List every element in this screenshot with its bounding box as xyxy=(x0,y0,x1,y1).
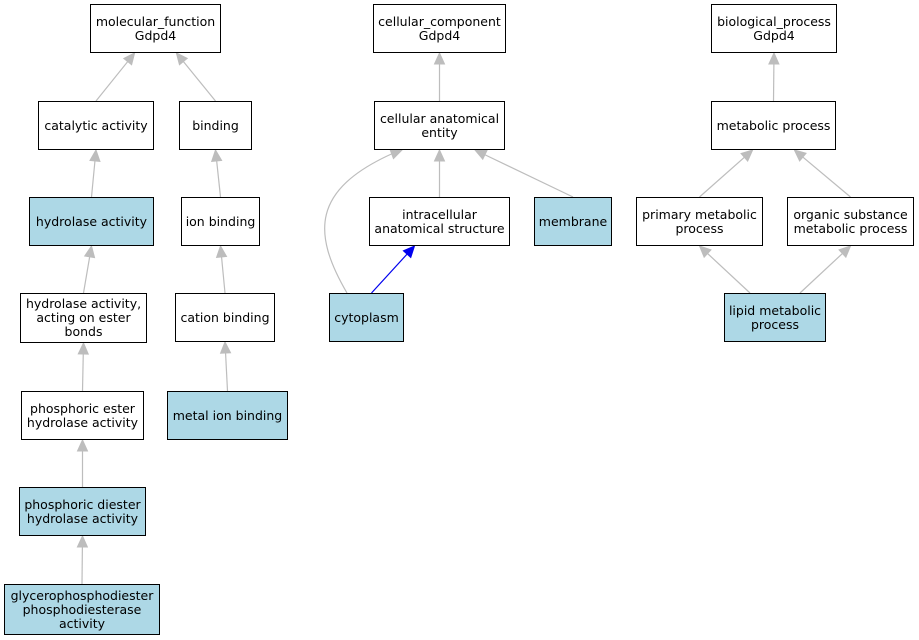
node-intracellular-anatomical-structure[interactable]: intracellular anatomical structure xyxy=(369,197,510,246)
edge-lipid_metabolic-to-organic_metabolic xyxy=(799,253,843,294)
edge-lipid_metabolic-to-organic_metabolic-arrowhead xyxy=(838,245,852,259)
node-organic-substance-metabolic-process[interactable]: organic substance metabolic process xyxy=(787,197,914,246)
edge-organic_metabolic-to-metabolic xyxy=(802,156,851,198)
edge-hydrolase_ester-to-hydrolase xyxy=(82,256,91,294)
edge-phosphoric_diester-to-phosphoric_ester-arrowhead xyxy=(76,438,89,452)
node-glycerophosphodiester-phosphodiesterase[interactable]: glycerophosphodiester phosphodiesterase … xyxy=(4,584,160,635)
edge-membrane-to-cell_anat-arrowhead xyxy=(473,149,488,161)
node-cellular-anatomical-entity[interactable]: cellular anatomical entity xyxy=(374,101,505,150)
edge-membrane-to-cell_anat xyxy=(484,154,574,198)
edge-hydrolase-to-catalytic xyxy=(90,160,96,198)
node-cation-binding[interactable]: cation binding xyxy=(175,293,275,342)
edge-catalytic-to-mf_root xyxy=(95,61,129,102)
edge-cytoplasm-to-cell_anat xyxy=(324,153,392,294)
edge-cytoplasm-to-cell_anat-arrowhead xyxy=(389,148,404,160)
edge-cation_binding-to-ion_binding xyxy=(220,256,226,294)
edge-phosphoric_ester-to-hydrolase_ester xyxy=(81,353,84,392)
edge-catalytic-to-mf_root-arrowhead xyxy=(122,52,136,66)
node-biological-process[interactable]: biological_process Gdpd4 xyxy=(711,4,837,53)
edge-metabolic-to-bp_root-arrowhead xyxy=(768,51,780,65)
edge-organic_metabolic-to-metabolic-arrowhead xyxy=(793,149,807,162)
edge-lipid_metabolic-to-primary_metabolic-arrowhead xyxy=(698,245,712,259)
node-hydrolase-activity-ester-bonds[interactable]: hydrolase activity, acting on ester bond… xyxy=(20,293,147,343)
edge-hydrolase-to-catalytic-arrowhead xyxy=(89,148,101,162)
node-hydrolase-activity[interactable]: hydrolase activity xyxy=(29,197,154,246)
edge-phosphoric_ester-to-hydrolase_ester-arrowhead xyxy=(77,341,90,355)
node-binding[interactable]: binding xyxy=(179,101,252,150)
edge-binding-to-mf_root-arrowhead xyxy=(175,52,189,66)
edge-cytoplasm-to-intracellular-arrowhead xyxy=(402,245,416,259)
edge-metal_ion_binding-to-cation_binding-arrowhead xyxy=(219,340,232,354)
node-phosphoric-ester-hydrolase[interactable]: phosphoric ester hydrolase activity xyxy=(21,391,144,440)
edge-primary_metabolic-to-metabolic-arrowhead xyxy=(740,149,754,162)
node-catalytic-activity[interactable]: catalytic activity xyxy=(38,101,154,150)
edge-primary_metabolic-to-metabolic xyxy=(699,156,745,198)
node-lipid-metabolic-process[interactable]: lipid metabolic process xyxy=(724,293,826,342)
edge-cell_anat-to-cc_root-arrowhead xyxy=(433,51,446,65)
edge-binding-to-mf_root xyxy=(182,61,216,102)
edge-ion_binding-to-binding-arrowhead xyxy=(210,148,223,163)
node-molecular-function[interactable]: molecular_function Gdpd4 xyxy=(90,4,221,53)
node-membrane[interactable]: membrane xyxy=(534,197,612,246)
edge-glycerophospho-to-phosphoric_diester-arrowhead xyxy=(76,534,89,548)
node-cytoplasm[interactable]: cytoplasm xyxy=(329,293,404,342)
edge-intracellular-to-cell_anat-arrowhead xyxy=(433,148,446,162)
node-primary-metabolic-process[interactable]: primary metabolic process xyxy=(636,197,763,246)
edge-cation_binding-to-ion_binding-arrowhead xyxy=(215,244,228,258)
edge-ion_binding-to-binding xyxy=(216,160,222,198)
edge-hydrolase_ester-to-hydrolase-arrowhead xyxy=(83,244,96,259)
edge-metal_ion_binding-to-cation_binding xyxy=(224,352,229,392)
node-metabolic-process[interactable]: metabolic process xyxy=(711,101,836,150)
node-cellular-component[interactable]: cellular_component Gdpd4 xyxy=(373,4,506,53)
node-ion-binding[interactable]: ion binding xyxy=(181,197,260,246)
node-metal-ion-binding[interactable]: metal ion binding xyxy=(167,391,288,440)
edge-cytoplasm-to-intracellular xyxy=(371,253,408,294)
node-phosphoric-diester-hydrolase[interactable]: phosphoric diester hydrolase activity xyxy=(19,487,146,536)
edge-lipid_metabolic-to-primary_metabolic xyxy=(707,253,751,294)
